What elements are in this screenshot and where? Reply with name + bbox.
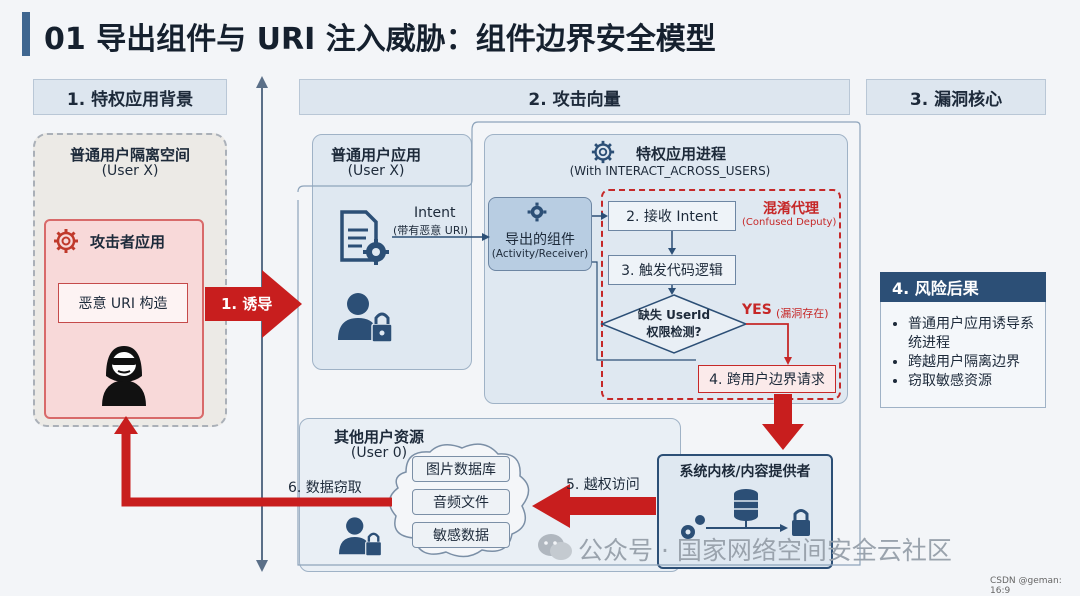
- gear-icon: [591, 140, 615, 164]
- hacker-icon: [102, 346, 146, 406]
- privileged-process-subtitle: (With INTERACT_ACROSS_USERS): [569, 164, 771, 178]
- step-trigger-logic: 3. 触发代码逻辑: [608, 255, 736, 285]
- intent-sub-label: (带有恶意 URI): [393, 224, 469, 237]
- gear-icon: [54, 229, 78, 253]
- exported-component-label: 导出的组件: [505, 232, 575, 248]
- risk-item: 窃取敏感资源: [908, 372, 1040, 391]
- malicious-uri-box: 恶意 URI 构造: [58, 283, 188, 323]
- user-lock-icon: [338, 293, 393, 343]
- chat-bubble-icon: [538, 534, 572, 560]
- risk-title: 4. 风险后果: [880, 272, 1046, 302]
- step-cross-user-request: 4. 跨用户边界请求: [698, 365, 836, 393]
- attacker-app-label: 攻击者应用: [90, 233, 166, 251]
- yes-label: YES: [742, 302, 772, 318]
- decision-line1: 缺失 UserId: [637, 308, 711, 322]
- column-header-background: 1. 特权应用背景: [33, 79, 227, 115]
- resource-item: 音频文件: [412, 489, 510, 515]
- vertical-boundary-line: [256, 76, 268, 572]
- data-theft-label: 6. 数据窃取: [288, 480, 362, 496]
- kernel-title: 系统内核/内容提供者: [679, 464, 811, 480]
- resource-item: 敏感数据: [412, 522, 510, 548]
- watermark-text: 公众号 · 国家网络空间安全云社区: [578, 536, 952, 565]
- unauthorized-access-label: 5. 越权访问: [566, 477, 640, 493]
- confused-deputy-label: 混淆代理: [763, 201, 819, 217]
- column-header-vector: 2. 攻击向量: [299, 79, 850, 115]
- decision-line2: 权限检测?: [646, 325, 702, 339]
- intent-label: Intent: [414, 205, 456, 221]
- risk-item: 普通用户应用诱导系统进程: [908, 315, 1040, 353]
- user-isolation-title: 普通用户隔离空间: [69, 146, 190, 164]
- step-receive-intent: 2. 接收 Intent: [608, 201, 736, 231]
- privileged-process-title: 特权应用进程: [636, 145, 727, 163]
- normal-app-title: 普通用户应用: [330, 146, 421, 164]
- confused-deputy-en: (Confused Deputy): [742, 217, 837, 228]
- normal-app-subtitle: (User X): [347, 163, 405, 179]
- title-accent-bar: [22, 12, 30, 56]
- user-isolation-subtitle: (User X): [101, 163, 159, 179]
- lure-label: 1. 诱导: [221, 295, 273, 313]
- resource-item: 图片数据库: [412, 456, 510, 482]
- document-gear-icon: [340, 210, 389, 265]
- gear-icon: [527, 202, 547, 222]
- risk-item: 跨越用户隔离边界: [908, 353, 1040, 372]
- page-title: 01 导出组件与 URI 注入威胁：组件边界安全模型: [44, 22, 716, 57]
- csdn-credit: CSDN @geman: 16:9: [990, 576, 1062, 596]
- yes-sub-label: (漏洞存在): [776, 307, 829, 320]
- risk-list: 普通用户应用诱导系统进程 跨越用户隔离边界 窃取敏感资源: [892, 315, 1040, 391]
- column-header-core: 3. 漏洞核心: [866, 79, 1046, 115]
- user-lock-icon: [339, 517, 383, 557]
- exported-component-sub: (Activity/Receiver): [491, 248, 589, 260]
